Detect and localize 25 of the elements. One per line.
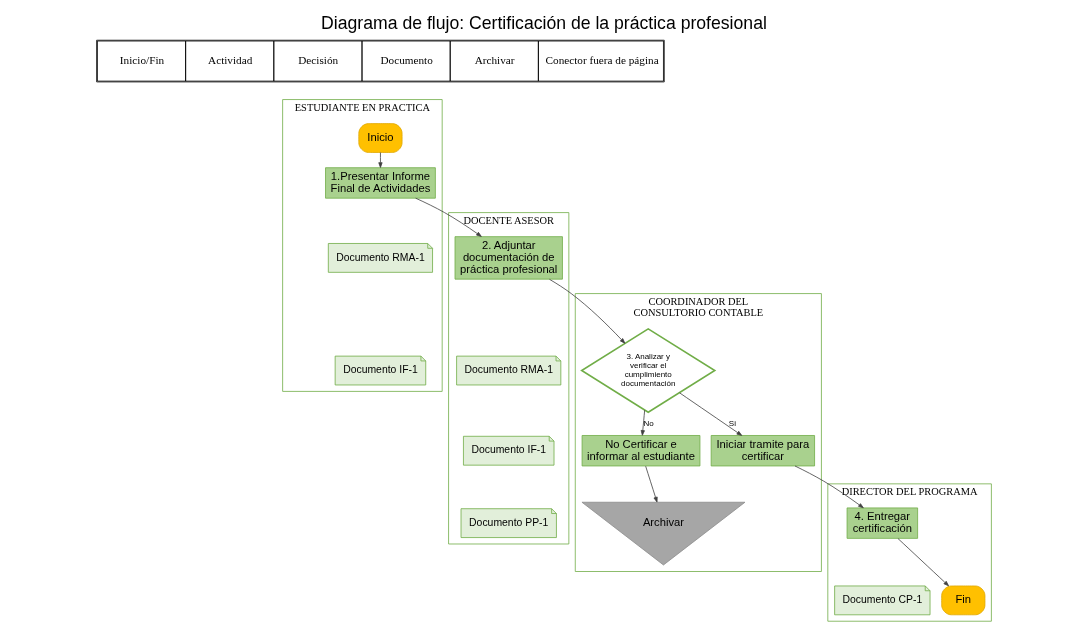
edge-label: No	[643, 418, 654, 428]
node-box: No Certificar e informar al estudiante	[581, 435, 701, 467]
arrow	[645, 465, 658, 503]
legend-label: Actividad	[208, 54, 253, 67]
arrow	[679, 392, 743, 436]
arrow	[415, 197, 482, 237]
arrow	[640, 409, 646, 436]
arrow	[794, 465, 864, 509]
node-box: Inicio	[358, 123, 403, 153]
arrow	[897, 538, 949, 587]
node-box: 4. Entregar certificación	[846, 507, 918, 539]
legend-label: Conector fuera de página	[545, 54, 659, 67]
diagram-title: Diagrama de flujo: Certificación de la práctica profesional	[321, 12, 767, 33]
arrow	[549, 278, 626, 344]
edge-label: Si	[728, 418, 736, 428]
node-box: Iniciar tramite para certificar	[710, 435, 815, 467]
node-box: Fin	[941, 585, 986, 616]
arrow	[378, 152, 383, 168]
node-box: 2. Adjuntar documentación de práctica profesional	[454, 236, 563, 280]
legend-label: Documento	[380, 54, 433, 67]
legend-label: Inicio/Fin	[119, 54, 165, 67]
legend-label: Decisión	[298, 54, 339, 67]
node-diamond: 3. Analizar y verificar el cumplimiento documentación	[580, 327, 717, 414]
legend-label: Archivar	[474, 54, 515, 67]
node-box: 1.Presentar Informe Final de Actividades	[325, 167, 436, 199]
